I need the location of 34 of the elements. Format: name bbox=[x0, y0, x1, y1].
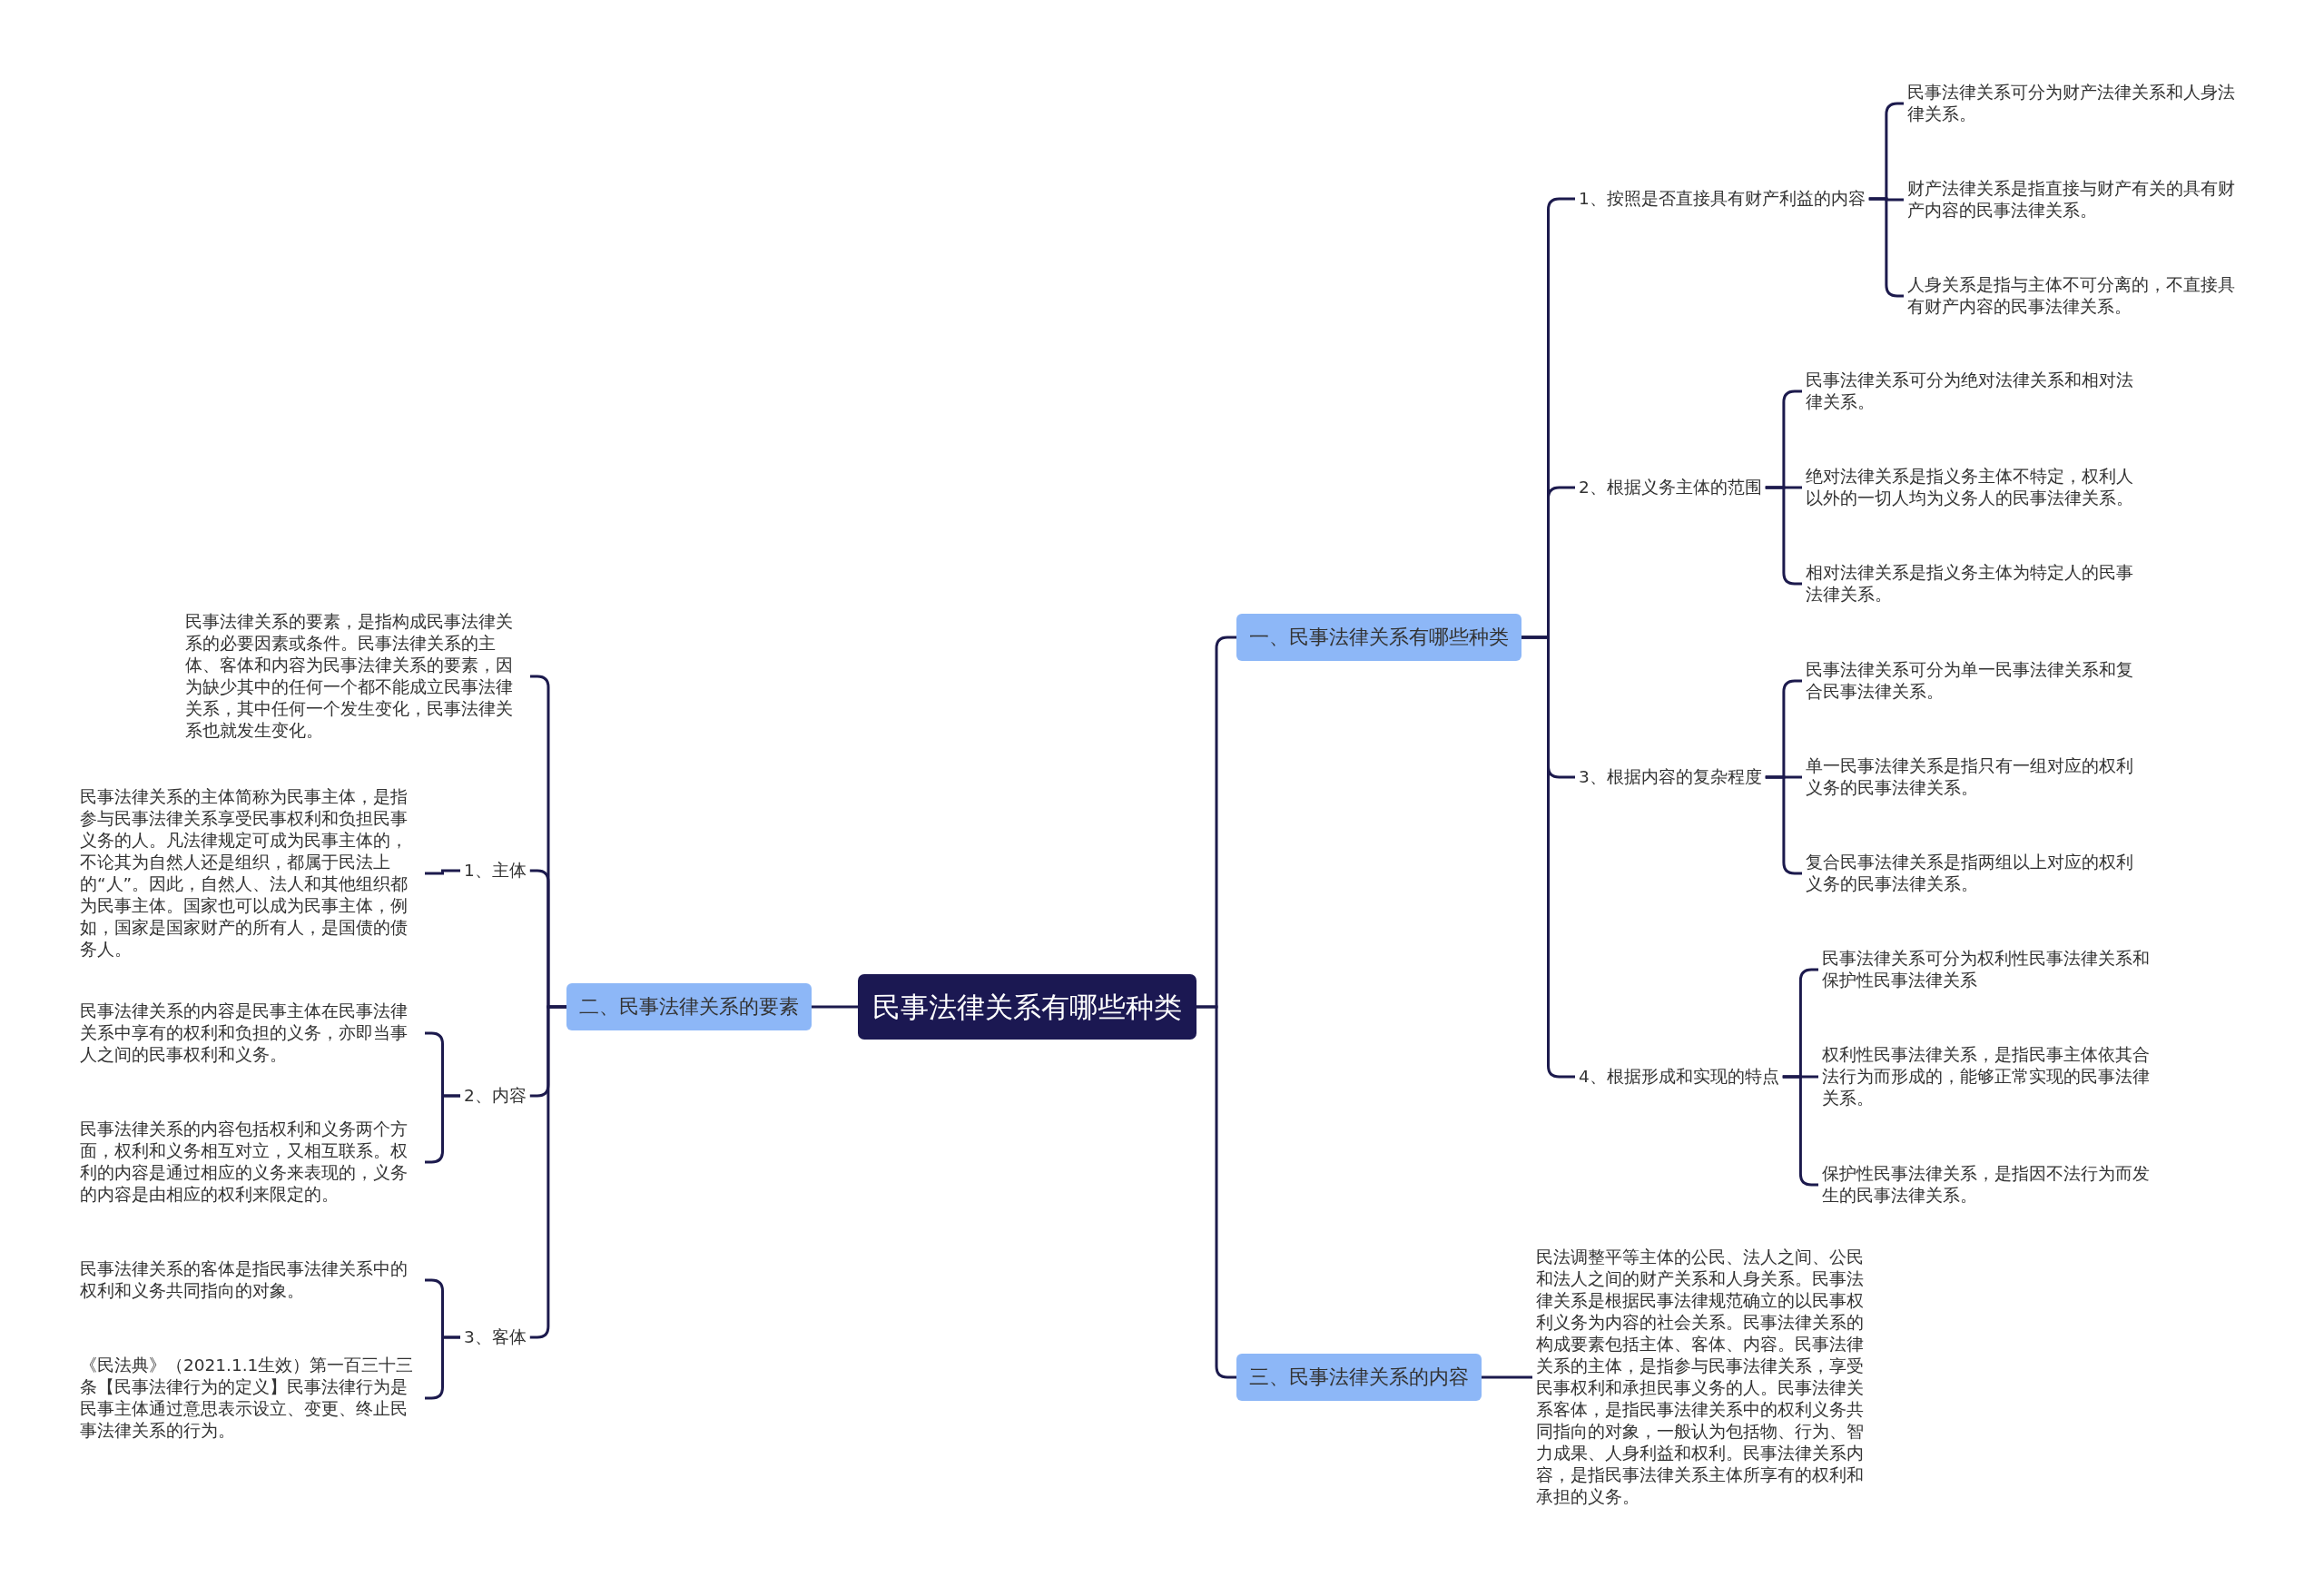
note-text: 复合民事法律关系是指两组以上对应的权利义务的民事法律关系。 bbox=[1802, 852, 2151, 895]
note-text: 民事法律关系的内容是民事主体在民事法律关系中享有的权利和负担的义务，亦即当事人之间的民事权利和义务。 bbox=[76, 1000, 425, 1066]
branch-line bbox=[1196, 1005, 1236, 1379]
note-text: 民法调整平等主体的公民、法人之间、公民和法人之间的财产关系和人身关系。民事法律关系是根据民事法律规范确立的以民事权利义务为内容的社会关系。民事法律关系的构成要素包括主体、客体、内容。民事法律关系的主体，是指参与民事法律关系，享受民事权利和承担民事义务的人。民事法律关系客体，是指民事法律关系中的权利义务共同指向的对象，一般认为包括物、行为、智力成果、人身利益和权利。民事法律关系内容，是指民事法律关系主体所享有的权利和承担的义务。 bbox=[1532, 1247, 1881, 1508]
subtopic-text: 3、客体 bbox=[460, 1326, 530, 1348]
note-text: 民事法律关系可分为绝对法律关系和相对法律关系。 bbox=[1802, 370, 2151, 413]
note-text: 绝对法律关系是指义务主体不特定，权利人以外的一切人均为义务人的民事法律关系。 bbox=[1802, 466, 2151, 509]
note-text: 民事法律关系可分为财产法律关系和人身法律关系。 bbox=[1904, 82, 2252, 125]
topic-box: 二、民事法律关系的要素 bbox=[566, 983, 812, 1030]
subtopic-text: 2、内容 bbox=[460, 1085, 530, 1107]
note-text: 财产法律关系是指直接与财产有关的具有财产内容的民事法律关系。 bbox=[1904, 178, 2252, 222]
subtopic-text: 2、根据义务主体的范围 bbox=[1575, 477, 1766, 498]
note-text: 相对法律关系是指义务主体为特定人的民事法律关系。 bbox=[1802, 562, 2151, 606]
branch-line bbox=[425, 869, 460, 875]
topic-box: 一、民事法律关系有哪些种类 bbox=[1236, 614, 1521, 661]
note-text: 民事法律关系的要素，是指构成民事法律关系的必要因素或条件。民事法律关系的主体、客体和内容为民事法律关系的要素，因为缺少其中的任何一个都不能成立民事法律关系，其中任何一个发生变化，民事法律关系也就发生变化。 bbox=[182, 611, 530, 742]
topic-box: 三、民事法律关系的内容 bbox=[1236, 1354, 1482, 1401]
note-text: 《民法典》（2021.1.1生效）第一百三十三条【民事法律行为的定义】民事法律行为是民事主体通过意思表示设立、变更、终止民事法律关系的行为。 bbox=[76, 1355, 425, 1442]
note-text: 民事法律关系可分为单一民事法律关系和复合民事法律关系。 bbox=[1802, 659, 2151, 703]
note-text: 保护性民事法律关系，是指因不法行为而发生的民事法律关系。 bbox=[1818, 1163, 2167, 1207]
note-text: 权利性民事法律关系，是指民事主体依其合法行为而形成的，能够正常实现的民事法律关系。 bbox=[1818, 1044, 2167, 1109]
note-text: 民事法律关系的主体简称为民事主体，是指参与民事法律关系享受民事权利和负担民事义务的人。凡法律规定可成为民事主体的，不论其为自然人还是组织，都属于民法上的“人”。因此，自然人、法人和其他组织都为民事主体。国家也可以成为民事主体，例如，国家是国家财产的所有人，是国债的债务人。 bbox=[76, 786, 425, 961]
branch-line bbox=[812, 1005, 858, 1009]
branch-line bbox=[1482, 1375, 1532, 1379]
note-text: 民事法律关系的客体是指民事法律关系中的权利和义务共同指向的对象。 bbox=[76, 1258, 425, 1302]
note-text: 民事法律关系的内容包括权利和义务两个方面，权利和义务相互对立，又相互联系。权利的内容是通过相应的义务来表现的，义务的内容是由相应的权利来限定的。 bbox=[76, 1119, 425, 1206]
subtopic-text: 1、按照是否直接具有财产利益的内容 bbox=[1575, 188, 1869, 210]
note-text: 人身关系是指与主体不可分离的，不直接具有财产内容的民事法律关系。 bbox=[1904, 274, 2252, 318]
subtopic-text: 4、根据形成和实现的特点 bbox=[1575, 1066, 1783, 1088]
central-topic-box: 民事法律关系有哪些种类 bbox=[858, 974, 1196, 1040]
note-text: 单一民事法律关系是指只有一组对应的权利义务的民事法律关系。 bbox=[1802, 755, 2151, 799]
subtopic-text: 1、主体 bbox=[460, 860, 530, 882]
subtopic-text: 3、根据内容的复杂程度 bbox=[1575, 766, 1766, 788]
note-text: 民事法律关系可分为权利性民事法律关系和保护性民事法律关系 bbox=[1818, 948, 2167, 991]
